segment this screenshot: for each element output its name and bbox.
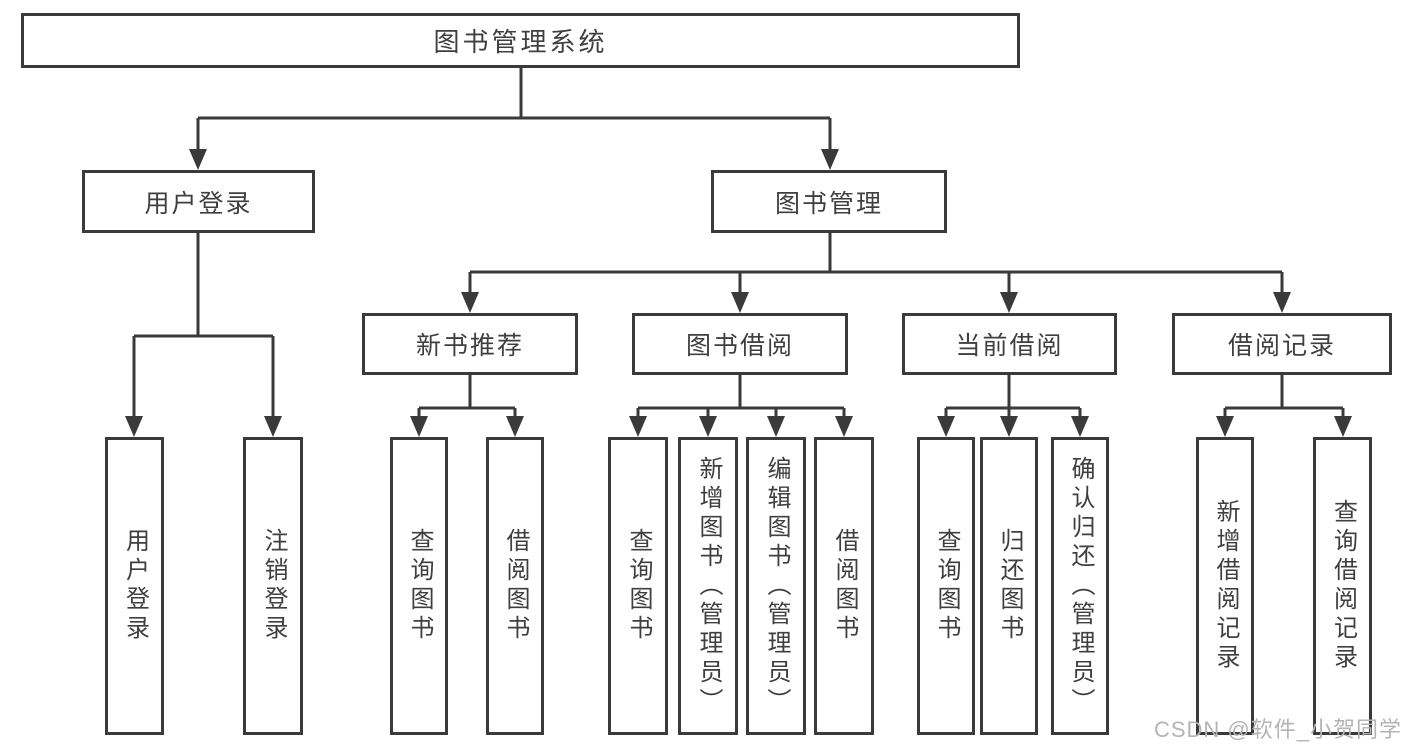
node-label: 图书管理系统 [433, 27, 608, 57]
node-query-borrow-record: 查询借阅记录 [1313, 437, 1372, 735]
node-label: 确认归还（管理员） [1067, 455, 1094, 717]
arrow-down-icon [767, 416, 785, 437]
node-user-login: 用户登录 [105, 437, 164, 735]
node-label: 查询借阅记录 [1329, 499, 1357, 673]
node-book-borrowing: 图书借阅 [632, 313, 848, 375]
node-label: 用户登录 [144, 189, 253, 218]
node-borrow-books-recommend: 借阅图书 [486, 437, 544, 735]
arrow-down-icon [506, 416, 524, 437]
node-library-management-system: 图书管理系统 [21, 13, 1020, 68]
arrow-down-icon [1071, 416, 1089, 437]
arrow-down-icon [264, 416, 282, 437]
arrow-down-icon [629, 416, 647, 437]
arrow-down-icon [835, 416, 853, 437]
node-new-book-recommendation: 新书推荐 [362, 313, 578, 375]
node-label: 图书管理 [774, 189, 883, 218]
node-label: 新书推荐 [415, 332, 524, 360]
arrow-down-icon [125, 416, 143, 437]
arrow-down-icon [1216, 416, 1234, 437]
node-label: 新增图书（管理员） [695, 455, 722, 717]
node-user-login-branch: 用户登录 [82, 170, 315, 233]
arrow-down-icon [461, 292, 479, 313]
arrow-down-icon [821, 149, 839, 170]
arrow-down-icon [937, 416, 955, 437]
node-edit-books-admin: 编辑图书（管理员） [746, 437, 806, 735]
node-current-borrowing: 当前借阅 [902, 313, 1117, 375]
arrow-down-icon [1273, 292, 1291, 313]
arrow-down-icon [731, 292, 749, 313]
node-query-books-borrowing: 查询图书 [608, 437, 668, 735]
node-label: 借阅图书 [502, 528, 529, 644]
arrow-down-icon [189, 149, 207, 170]
node-label: 借阅图书 [831, 528, 858, 644]
node-label: 查询图书 [933, 528, 960, 644]
node-label: 新增借阅记录 [1212, 499, 1239, 673]
node-label: 编辑图书（管理员） [763, 455, 790, 717]
arrow-down-icon [699, 416, 717, 437]
node-return-books: 归还图书 [980, 437, 1038, 735]
arrow-down-icon [410, 416, 428, 437]
arrow-down-icon [1000, 416, 1018, 437]
node-add-borrow-record: 新增借阅记录 [1196, 437, 1254, 735]
node-logout: 注销登录 [243, 437, 303, 735]
node-query-books-recommend: 查询图书 [390, 437, 448, 735]
node-confirm-return-admin: 确认归还（管理员） [1051, 437, 1109, 735]
node-label: 图书借阅 [685, 332, 794, 360]
node-label: 借阅记录 [1227, 332, 1336, 360]
node-label: 查询图书 [406, 528, 433, 644]
node-label: 查询图书 [625, 528, 652, 644]
csdn-watermark: CSDN @软件_小贺同学 [1153, 717, 1402, 742]
node-borrow-books: 借阅图书 [814, 437, 874, 735]
node-book-management: 图书管理 [711, 170, 947, 233]
node-label: 归还图书 [996, 528, 1023, 644]
arrow-down-icon [1000, 292, 1018, 313]
node-add-books-admin: 新增图书（管理员） [678, 437, 738, 735]
arrow-down-icon [1334, 416, 1352, 437]
node-label: 当前借阅 [955, 332, 1064, 360]
node-label: 用户登录 [121, 528, 149, 644]
node-label: 注销登录 [260, 528, 287, 644]
node-borrowing-records: 借阅记录 [1172, 313, 1392, 375]
node-query-books-current: 查询图书 [917, 437, 975, 735]
